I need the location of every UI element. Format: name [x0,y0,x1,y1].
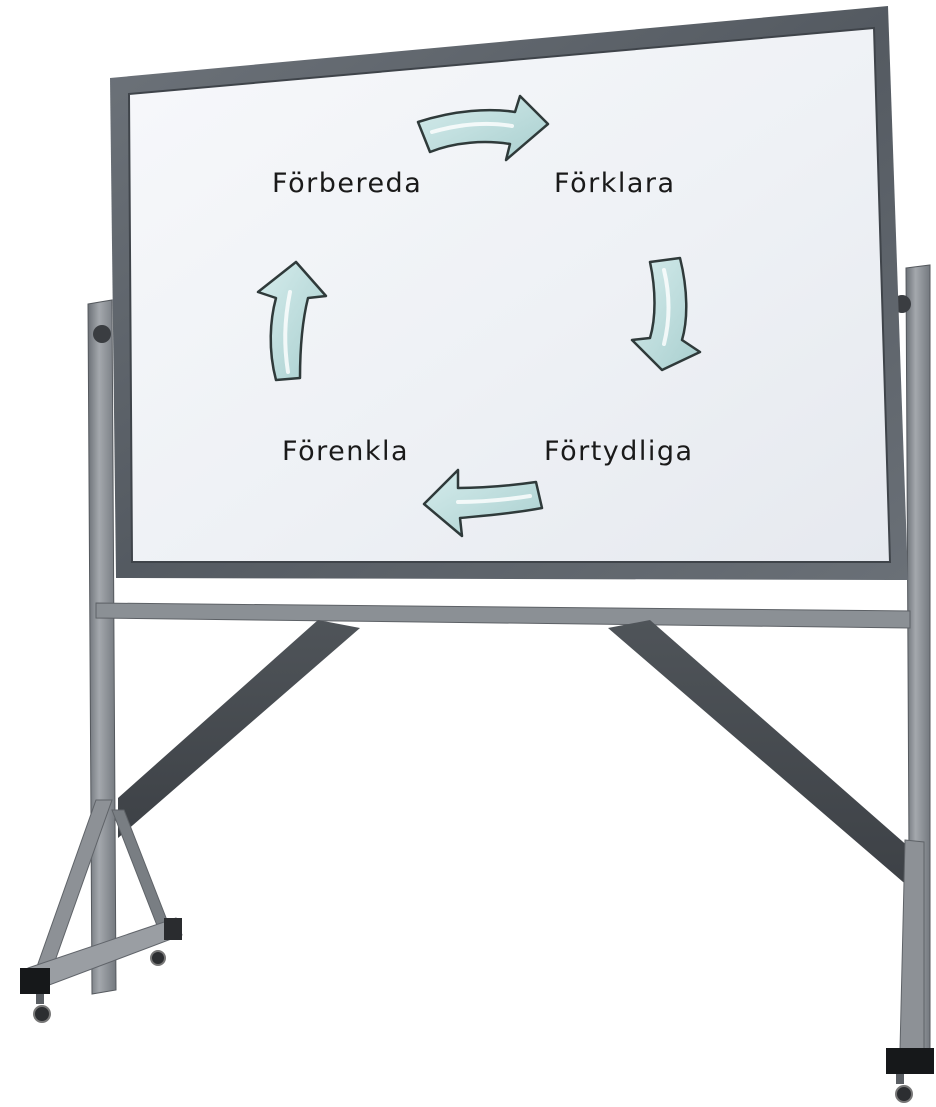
left-post [88,300,116,994]
left-foot-cap [20,968,50,994]
right-foot-cap [886,1048,934,1074]
board-surface [129,28,890,562]
step-label-forenkla: Förenkla [282,436,409,467]
left-brace [118,620,360,838]
caster-wheel-icon [34,994,50,1022]
caster-wheel-icon [151,951,165,965]
step-label-forklara: Förklara [554,168,676,199]
step-label-forbereda: Förbereda [272,168,422,199]
step-label-fortydliga: Förtydliga [544,436,694,467]
crossbar [96,603,910,628]
left-swivel-knob [93,325,111,343]
caster-wheel-icon [896,1074,912,1102]
left-foot-cap-back [164,918,182,940]
left-leg-back [112,810,170,928]
right-brace [608,620,910,888]
